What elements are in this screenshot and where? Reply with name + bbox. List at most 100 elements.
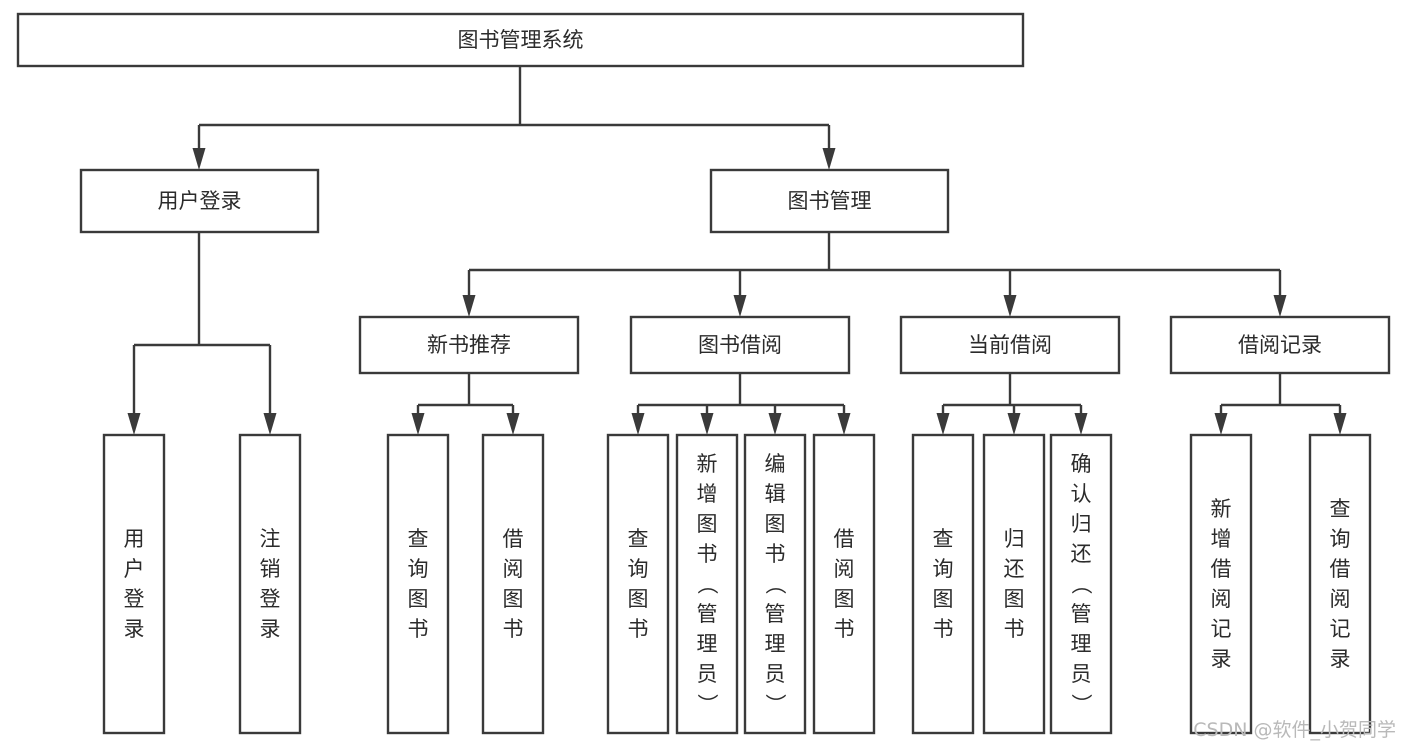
arrow-records-leaf-2 <box>1333 405 1347 435</box>
arrow-book-to-borrow <box>733 270 747 317</box>
leaf-box[interactable] <box>238 433 302 735</box>
level2-box[interactable] <box>79 168 320 234</box>
leaf-label-char: 管 <box>697 602 718 626</box>
leaf-label-char: 书 <box>933 617 954 641</box>
leaf-label-char: 记 <box>1211 617 1232 641</box>
leaf-label-char: （ <box>695 574 719 595</box>
root-box[interactable] <box>16 12 1025 68</box>
level3-box[interactable] <box>1169 315 1391 375</box>
leaf-label-char: 书 <box>503 617 524 641</box>
level3-box[interactable] <box>358 315 580 375</box>
level3-node[interactable]: 图书借阅 <box>629 315 851 375</box>
leaf-label-char: 管 <box>1071 602 1092 626</box>
leaf-label-char: 图 <box>628 587 649 611</box>
level2-label: 用户登录 <box>158 189 242 213</box>
leaf-box[interactable] <box>481 433 545 735</box>
arrow-head-icon <box>192 148 206 170</box>
leaf-label-char: 书 <box>834 617 855 641</box>
leaf-label-char: 新 <box>697 452 718 476</box>
leaf-label-char: 归 <box>1004 527 1025 551</box>
level2-node[interactable]: 用户登录 <box>79 168 320 234</box>
arrow-borrow-leaf-3 <box>768 405 782 435</box>
leaf-label-char: 查 <box>408 527 429 551</box>
level3-label: 当前借阅 <box>968 333 1052 357</box>
level3-label: 借阅记录 <box>1238 333 1322 357</box>
level3-node[interactable]: 借阅记录 <box>1169 315 1391 375</box>
leaf-box[interactable] <box>1308 433 1372 735</box>
leaf-box[interactable] <box>102 433 166 735</box>
arrow-book-to-newbook <box>462 270 476 317</box>
leaf-label-char: 注 <box>260 527 281 551</box>
leaf-box[interactable] <box>911 433 975 735</box>
leaf-box[interactable] <box>675 433 739 735</box>
arrow-head-icon <box>1273 295 1287 317</box>
level3-node[interactable]: 当前借阅 <box>899 315 1121 375</box>
level2-label: 图书管理 <box>788 189 872 213</box>
leaf-label-char: 登 <box>260 587 281 611</box>
leaf-label-char: 还 <box>1004 557 1025 581</box>
leaf-label-char: 登 <box>124 587 145 611</box>
level2-node[interactable]: 图书管理 <box>709 168 950 234</box>
leaf-label-char: 借 <box>834 527 855 551</box>
leaf-label-char: 销 <box>260 557 281 581</box>
level3-box[interactable] <box>899 315 1121 375</box>
arrow-head-icon <box>768 413 782 435</box>
leaf-label-char: 图 <box>933 587 954 611</box>
leaf-node[interactable]: 用户登录 <box>102 433 166 735</box>
level3-node[interactable]: 新书推荐 <box>358 315 580 375</box>
leaf-label-char: 询 <box>408 557 429 581</box>
root-node[interactable]: 图书管理系统 <box>16 12 1025 68</box>
leaf-label-char: 理 <box>765 632 786 656</box>
leaf-box[interactable] <box>606 433 670 735</box>
node-layer: 图书管理系统用户登录图书管理新书推荐图书借阅当前借阅借阅记录用户登录注销登录查询… <box>16 12 1391 735</box>
leaf-box[interactable] <box>812 433 876 735</box>
leaf-box[interactable] <box>1049 433 1113 735</box>
arrow-root-to-user <box>192 125 206 170</box>
connector-layer <box>127 66 1347 435</box>
arrow-head-icon <box>631 413 645 435</box>
leaf-box[interactable] <box>982 433 1046 735</box>
level3-label: 新书推荐 <box>427 333 511 357</box>
leaf-label-char: 员 <box>1071 662 1092 686</box>
level3-box[interactable] <box>629 315 851 375</box>
leaf-label-char: 归 <box>1071 512 1092 536</box>
leaf-label-char: 查 <box>1330 497 1351 521</box>
arrow-current-leaf-1 <box>936 405 950 435</box>
level2-box[interactable] <box>709 168 950 234</box>
leaf-box[interactable] <box>1189 433 1253 735</box>
arrow-book-to-current <box>1003 270 1017 317</box>
arrow-newbook-leaf-1 <box>411 405 425 435</box>
arrow-borrow-leaf-1 <box>631 405 645 435</box>
arrow-user-to-logout <box>263 345 277 435</box>
leaf-label-char: 员 <box>697 662 718 686</box>
leaf-box[interactable] <box>386 433 450 735</box>
arrow-head-icon <box>1333 413 1347 435</box>
leaf-label-char: 图 <box>765 512 786 536</box>
arrow-head-icon <box>1003 295 1017 317</box>
leaf-label-char: 图 <box>1004 587 1025 611</box>
arrow-current-leaf-3 <box>1074 405 1088 435</box>
level3-label: 图书借阅 <box>698 333 782 357</box>
leaf-box[interactable] <box>743 433 807 735</box>
arrow-records-leaf-1 <box>1214 405 1228 435</box>
